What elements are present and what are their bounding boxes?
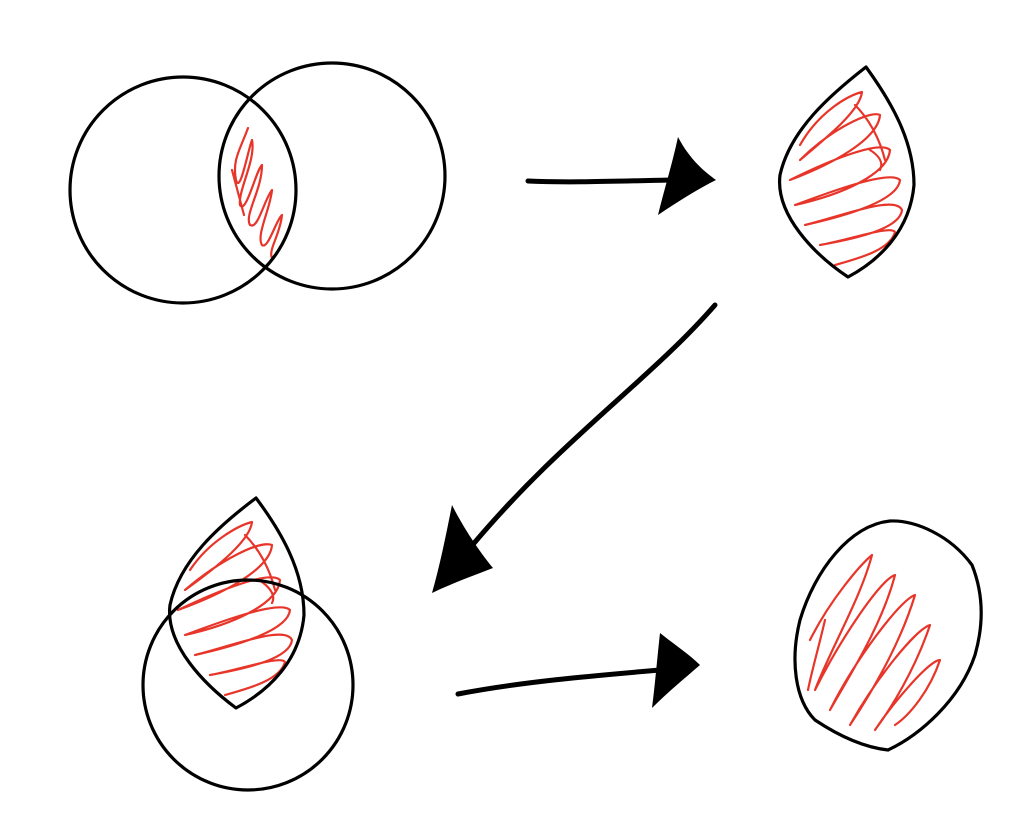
venn-right-circle	[217, 61, 447, 291]
lens-outline	[778, 65, 916, 279]
step-3-lens-and-circle	[141, 496, 355, 792]
intersection-scribble	[230, 126, 284, 260]
arrow-step3-to-step4	[455, 633, 700, 708]
arrow-head	[652, 633, 700, 708]
venn-left-circle	[68, 75, 298, 305]
step-4-blob	[793, 519, 983, 752]
step-1-venn	[68, 61, 447, 305]
overlap-circle	[141, 578, 355, 792]
arrow-shaft	[525, 177, 675, 185]
arrow-head	[658, 137, 716, 215]
lens-outline	[168, 496, 306, 710]
arrow-shaft	[455, 667, 663, 697]
lens-scribble	[788, 90, 904, 267]
arrow-step1-to-step2	[525, 137, 716, 215]
blob-outline	[793, 519, 983, 752]
arrow-shaft	[467, 302, 718, 551]
blob-scribble	[806, 553, 942, 732]
step-2-lens	[778, 65, 916, 279]
arrow-step2-to-step3	[432, 302, 718, 593]
venn-shading	[230, 126, 284, 260]
arrow-head	[432, 505, 493, 593]
